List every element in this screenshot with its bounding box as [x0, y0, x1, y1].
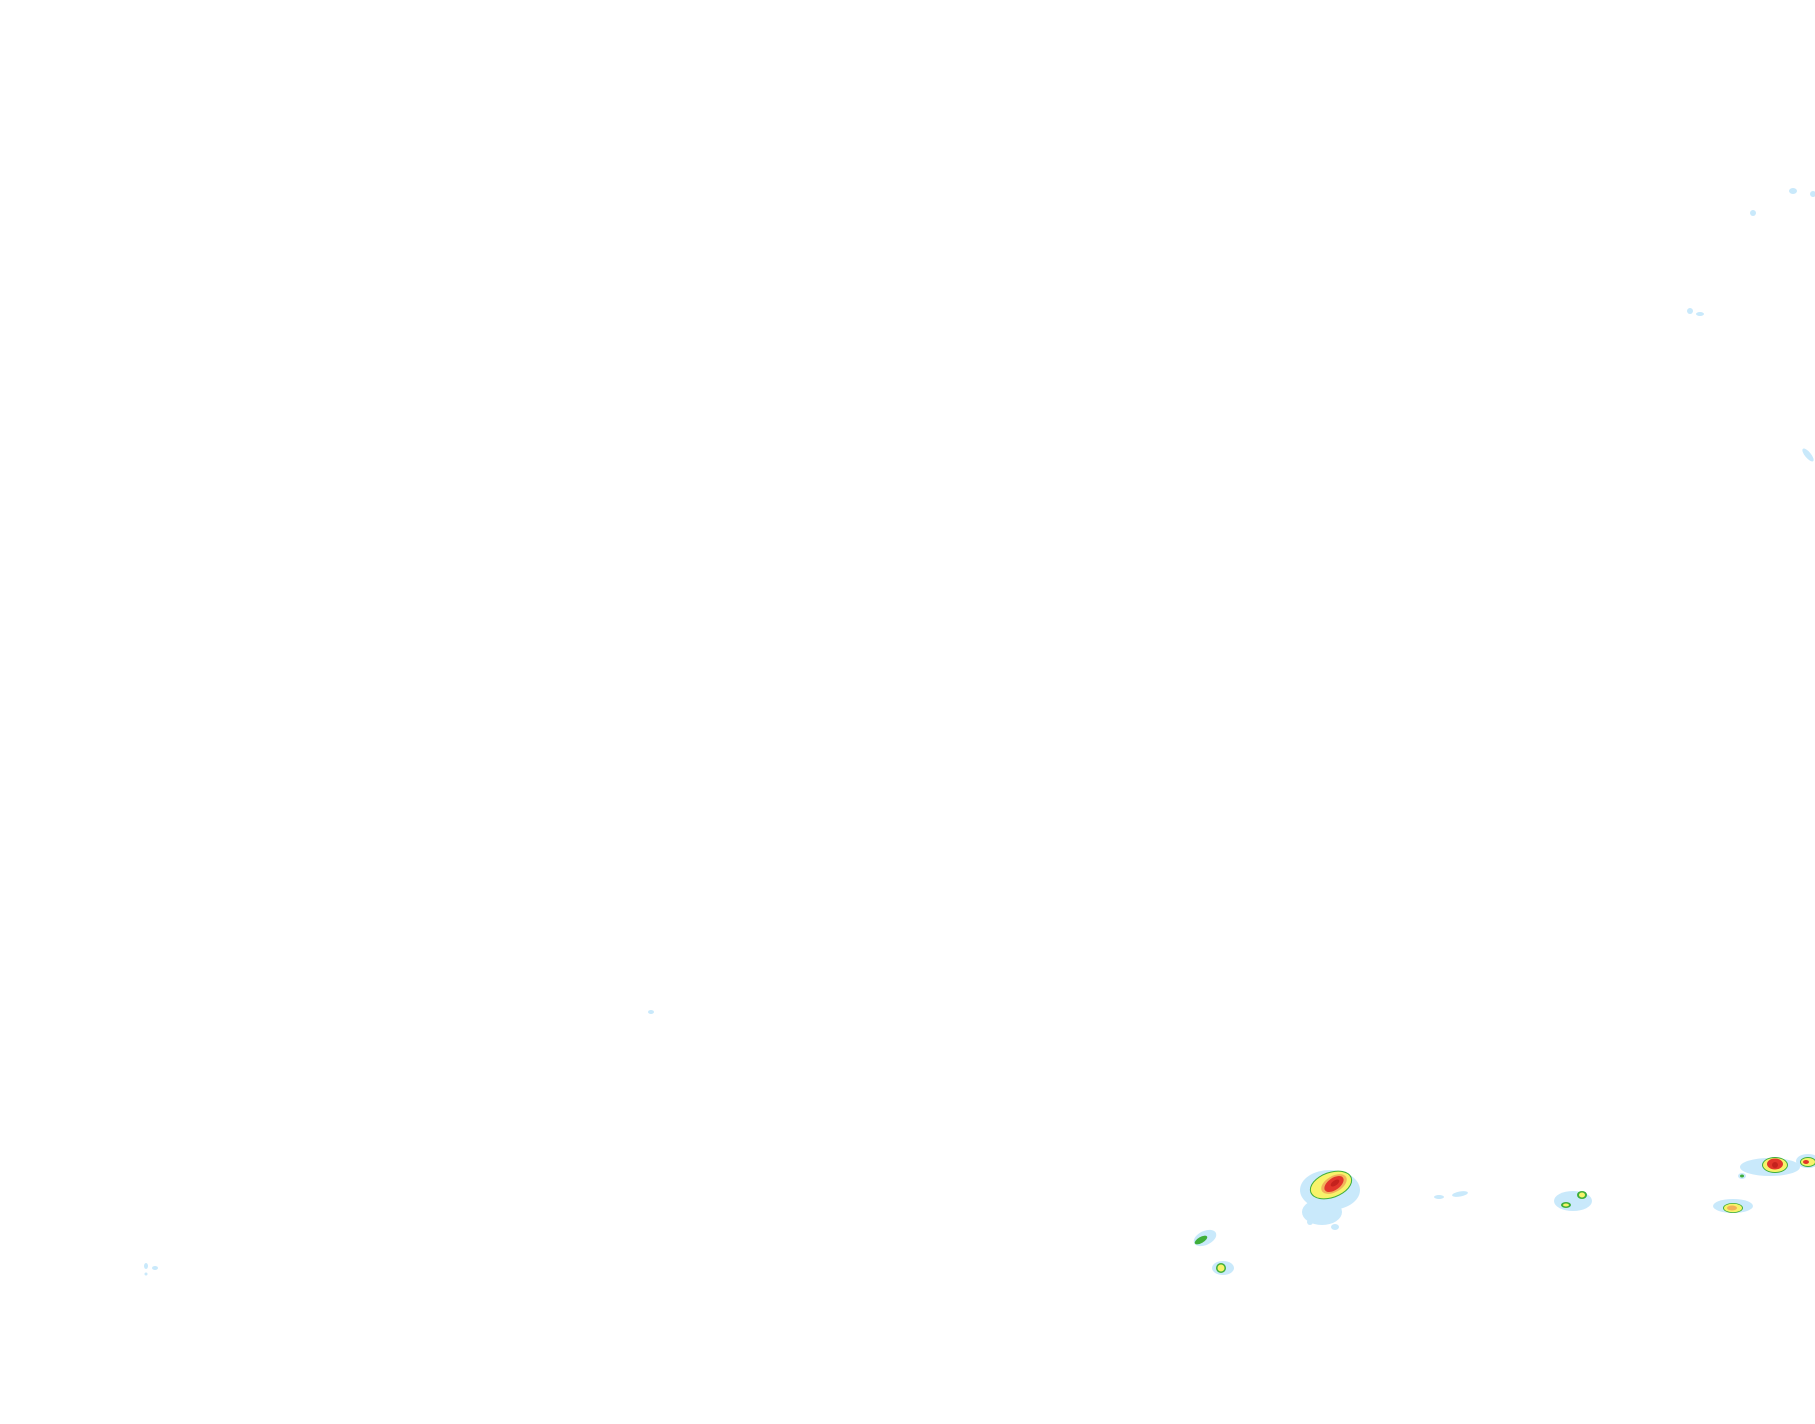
storm-cell-east1	[1554, 1191, 1592, 1211]
storm-cell-sw2	[1212, 1261, 1234, 1275]
storm-cell-east2	[1713, 1199, 1753, 1213]
light-streak	[1434, 1191, 1468, 1199]
light-precip-specks	[144, 188, 1815, 1276]
storm-cell-east3	[1738, 1157, 1800, 1179]
storm-cell-sw1	[1193, 1229, 1217, 1247]
storm-cell-east4	[1796, 1154, 1815, 1168]
storm-cell-main	[1300, 1170, 1360, 1230]
